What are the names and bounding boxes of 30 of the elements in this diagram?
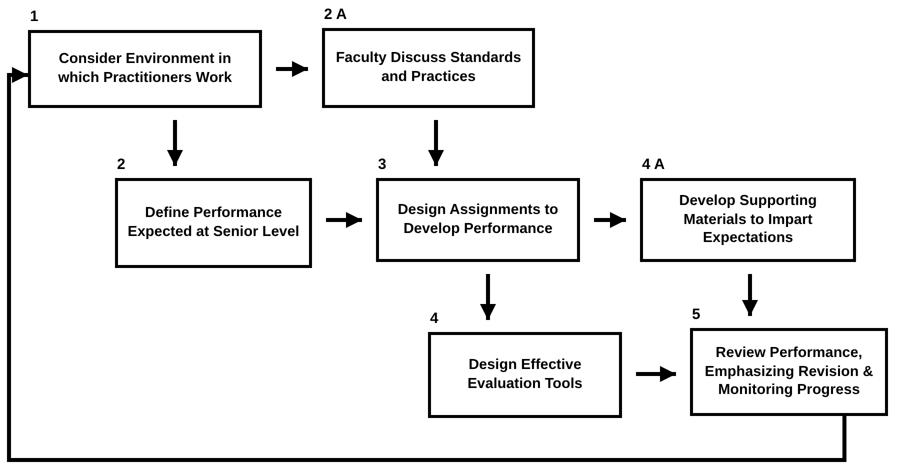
step-text: Consider Environment in which Practitioners Work [57,50,233,88]
step-text: Develop Supporting Materials to Impart Expectations [678,192,818,248]
step-text: Define Performance Expected at Senior Level [126,204,300,242]
process-box [28,30,262,108]
arrow [742,274,758,316]
step-number: 3 [378,156,386,173]
step-number: 5 [692,306,700,323]
arrow [428,120,444,166]
arrow [167,120,183,166]
process-box [376,178,580,262]
step-number: 2 A [324,6,347,23]
step-number: 4 A [642,156,665,173]
process-box [115,178,312,268]
process-box [640,178,856,262]
process-box [690,328,888,416]
step-number: 1 [30,8,38,25]
step-text: Review Performance, Emphasizing Revision & Monitoring Progress [704,344,874,400]
step-text: Faculty Discuss Standards and Practices [334,49,522,87]
step-number: 4 [430,310,438,327]
arrow [326,212,362,228]
arrow [276,61,308,77]
arrow [594,212,626,228]
arrow [480,274,496,320]
process-box [322,28,535,108]
arrow [636,366,676,382]
feedback-arrow [7,67,846,462]
step-number: 2 [117,156,126,173]
process-box [428,332,622,418]
step-text: Design Effective Evaluation Tools [466,356,584,394]
step-text: Design Assignments to Develop Performance [396,201,560,239]
